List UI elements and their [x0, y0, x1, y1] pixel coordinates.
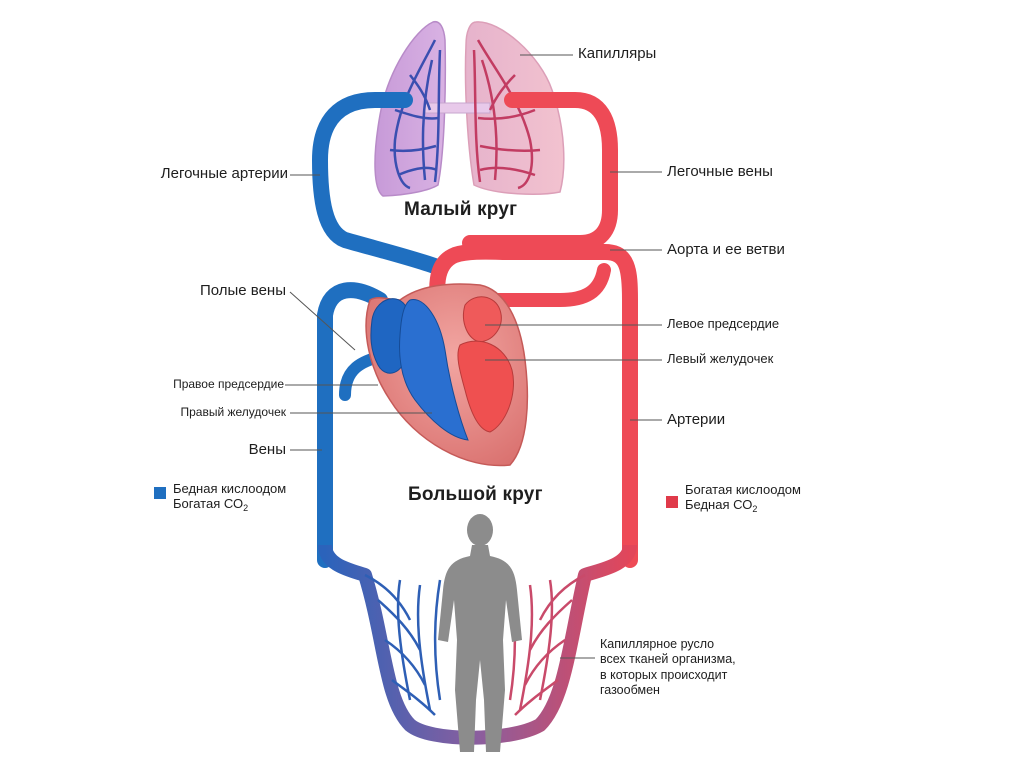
right-ventricle-shape [399, 299, 469, 441]
label-aorta: Аорта и ее ветви [667, 241, 785, 258]
legend-blue: Бедная кислоодом Богатая СО2 [173, 481, 287, 513]
legend-blue-line2: Богатая СО2 [173, 495, 286, 513]
label-veins: Вены [248, 441, 286, 458]
pulmonary-vein-vessel [462, 92, 618, 251]
vena-cava-vessel [317, 282, 388, 568]
capillary-bed-line-2: всех тканей организма, [600, 652, 736, 667]
label-large-circle: Большой круг [408, 484, 543, 505]
capillary-bed-line-4: газообмен [600, 682, 660, 697]
label-arteries: Артерии [667, 411, 726, 428]
pulmonary-artery-vessel [312, 92, 448, 276]
human-silhouette-icon [438, 514, 522, 752]
aortic-branch-vessel [463, 263, 611, 307]
legend-blue-line1: Бедная кислоодом [173, 481, 287, 496]
leader-lines [285, 54, 662, 659]
trachea [424, 102, 491, 114]
legend-red-line2-sub: 2 [752, 503, 758, 514]
pulmonary-loop [312, 92, 618, 276]
label-small-circle: Малый круг [404, 199, 518, 220]
label-pulmonary-veins: Легочные вены [667, 163, 773, 180]
lung-capillaries-right [472, 39, 541, 190]
label-capillary-bed: Капиллярное русло всех тканей организма,… [600, 637, 780, 698]
legend-red: Богатая кислоодом Бедная СО2 [685, 482, 801, 514]
legend-red-line1: Богатая кислоодом [685, 482, 801, 497]
legend-blue-line2-text: Богатая СО [173, 495, 244, 511]
label-right-atrium: Правое предсердие [173, 377, 284, 391]
legend-blue-swatch [154, 487, 166, 499]
label-right-ventricle: Правый желудочек [180, 405, 286, 419]
label-capillaries: Капилляры [578, 45, 657, 62]
lung-capillaries-left [389, 39, 442, 190]
left-lung [374, 20, 447, 197]
legend-red-line2-text: Бедная СО [685, 496, 753, 512]
capillary-mesh-right [508, 573, 586, 716]
left-ventricle-shape [457, 340, 514, 433]
heart [365, 283, 529, 467]
capillary-bed-line-1: Капиллярное русло [600, 637, 715, 651]
lungs [374, 20, 565, 197]
legend-blue-line2-sub: 2 [243, 502, 249, 513]
left-atrium-shape [463, 296, 502, 343]
label-left-atrium: Левое предсердие [667, 316, 780, 331]
label-vena-cava: Полые вены [199, 282, 286, 299]
body-capillary-bed [318, 543, 637, 745]
legend-red-swatch [666, 496, 678, 508]
label-left-ventricle: Левый желудочек [667, 351, 774, 366]
capillary-bed-line-3: в которых происходит [600, 667, 728, 682]
label-pulmonary-arteries: Легочные артерии [160, 165, 288, 182]
legend-red-line2: Бедная СО2 [685, 496, 801, 514]
capillary-mesh-left [364, 573, 442, 716]
